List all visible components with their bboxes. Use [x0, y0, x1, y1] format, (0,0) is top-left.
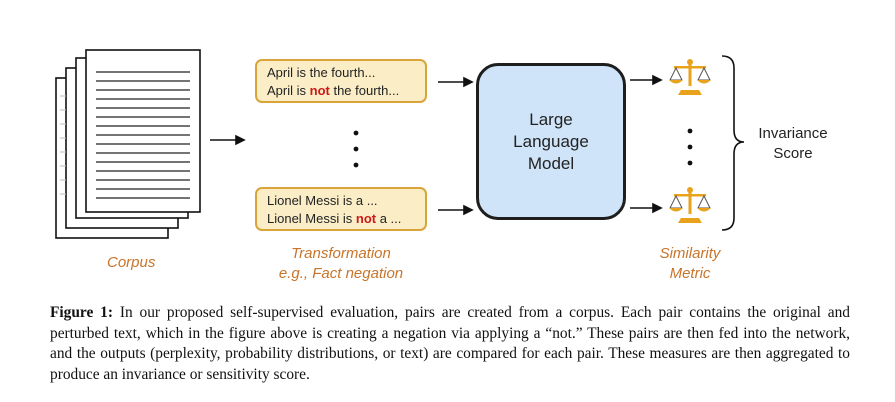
- figure-caption: Figure 1: In our proposed self-supervise…: [50, 303, 850, 385]
- negation-word: not: [355, 211, 377, 226]
- invariance-score-label: Invariance Score: [758, 125, 828, 162]
- arrow-corpus-to-pairs: [210, 134, 246, 146]
- aggregation-brace: [721, 55, 745, 231]
- figure-diagram: Corpus April is the fourth... April is n…: [55, 49, 828, 282]
- large-language-model-box: Large Language Model: [476, 63, 626, 220]
- text-pair-box-2: Lionel Messi is a ... Lionel Messi is no…: [255, 187, 427, 231]
- arrow-model-to-metric1: [630, 74, 663, 86]
- caption-text: In our proposed self-supervised evaluati…: [50, 304, 851, 383]
- scale-icon: [669, 59, 711, 95]
- caption-lead: Figure 1:: [50, 304, 113, 321]
- arrow-model-to-metric2: [630, 202, 663, 214]
- pairs-ellipsis: [353, 130, 359, 168]
- perturbed-text: Lionel Messi is not a ...: [267, 211, 402, 226]
- scale-icon: [669, 187, 711, 223]
- document-stack-icon: [55, 49, 745, 239]
- corpus-label: Corpus: [107, 254, 156, 271]
- similarity-metric-label: Similarity Metric: [659, 245, 721, 282]
- metrics-ellipsis: [687, 128, 693, 166]
- arrow-pair2-to-model: [438, 204, 474, 216]
- transformation-label: Transformation e.g., Fact negation: [278, 245, 404, 282]
- original-text: Lionel Messi is a ...: [267, 193, 378, 208]
- perturbed-text: April is not the fourth...: [267, 83, 400, 98]
- original-text: April is the fourth...: [267, 65, 376, 80]
- arrow-pair1-to-model: [438, 76, 474, 88]
- text-pair-box-1: April is the fourth... April is not the …: [255, 59, 427, 103]
- negation-word: not: [309, 83, 330, 98]
